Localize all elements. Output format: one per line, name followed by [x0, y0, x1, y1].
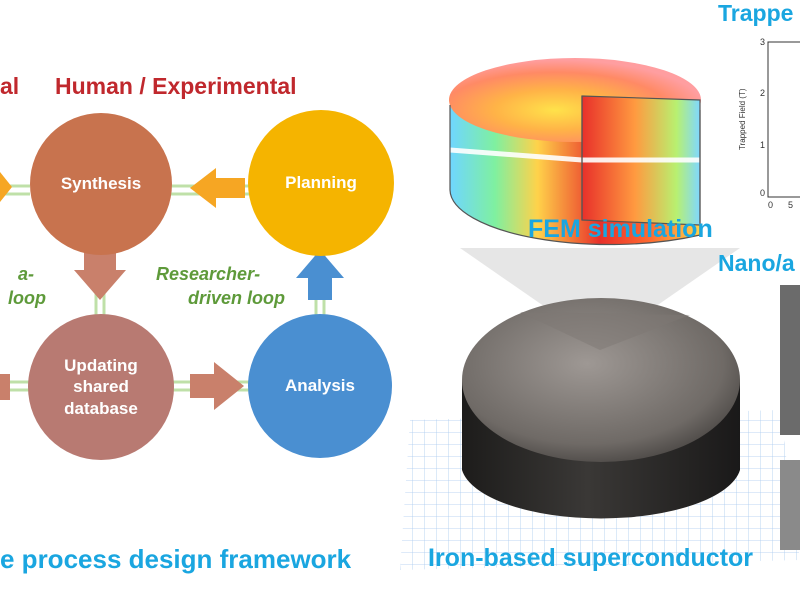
workflow-connectors [0, 168, 344, 410]
projection-shadow [460, 248, 740, 345]
researcher-loop-label: Researcher- driven loop [156, 264, 286, 309]
plot-ylabel: Trapped Field (T) [738, 88, 747, 150]
synthesis-node: Synthesis [30, 113, 172, 255]
left-header: Human / Experimental [55, 73, 297, 99]
sem-image-top [780, 285, 800, 435]
plot-ytick-2: 2 [760, 88, 766, 98]
arrow-analysis-to-planning [296, 250, 344, 300]
synthesis-label: Synthesis [60, 174, 142, 194]
planning-label: Planning [285, 173, 357, 193]
arrow-planning-to-synthesis [190, 168, 245, 208]
plot-xtick-0: 0 [768, 200, 774, 210]
right-illustrations: Trapped Field (T) [400, 41, 800, 570]
analysis-node: Analysis [248, 314, 392, 458]
arrow-left-edge-top [0, 172, 12, 202]
sample-caption: Iron-based superconductor [428, 544, 754, 572]
database-label-line2: shared [73, 377, 129, 397]
arrow-synthesis-to-database [74, 248, 126, 300]
fem-caption: FEM simulation [528, 215, 713, 243]
analysis-label: Analysis [285, 376, 355, 396]
nano-title-partial: Nano/a [718, 250, 795, 276]
plot-xtick-5: 5 [788, 200, 794, 210]
plot-ytick-3: 3 [760, 37, 766, 47]
arrow-left-edge-bottom [0, 374, 10, 400]
left-caption: e process design framework [0, 544, 352, 574]
plot-ytick-1: 1 [760, 140, 766, 150]
trapped-title-partial: Trappe [718, 0, 794, 26]
trapped-field-plot: Trapped Field (T) [738, 41, 800, 198]
fem-cylinder [449, 58, 701, 246]
database-node: Updating shared database [28, 314, 174, 460]
sample-disk [462, 298, 740, 519]
sem-image-bottom [780, 460, 800, 550]
database-label-line1: Updating [64, 356, 138, 376]
database-label-line3: database [64, 398, 138, 418]
planning-node: Planning [248, 110, 394, 256]
plot-ytick-0: 0 [760, 188, 766, 198]
left-loop-label: a- loop [8, 264, 46, 309]
left-header-partial: al [0, 73, 20, 99]
arrow-database-to-analysis [190, 362, 244, 410]
